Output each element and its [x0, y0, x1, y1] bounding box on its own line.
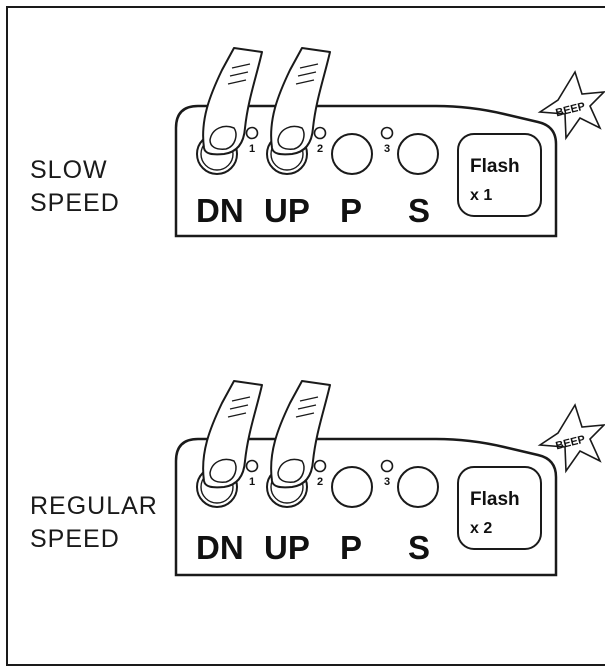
led-indicators: 1 2 3	[245, 126, 394, 155]
led-1	[245, 459, 259, 473]
beep-star-icon	[537, 70, 605, 141]
beep-star-icon	[537, 403, 605, 474]
led-3	[380, 459, 394, 473]
led-2	[313, 126, 327, 140]
up-button-label: UP	[264, 192, 310, 229]
speed-label-line-2: SPEED	[30, 189, 120, 217]
dn-button-label: DN	[196, 529, 244, 566]
led-1	[245, 126, 259, 140]
flash-indicator-box	[457, 133, 542, 217]
slow-speed-panel-illustration: 1 2 3 DN UP P S Flash x 1	[174, 47, 605, 238]
led-2	[313, 459, 327, 473]
flash-indicator-box	[457, 466, 542, 550]
p-button-label: P	[340, 192, 362, 229]
slow-speed-label: SLOW SPEED	[30, 154, 120, 220]
s-button	[397, 133, 439, 175]
up-button-label: UP	[264, 529, 310, 566]
speed-label-line-1: REGULAR	[30, 492, 158, 520]
led-1-label: 1	[249, 143, 255, 155]
finger-illustration	[202, 380, 331, 489]
led-1-label: 1	[249, 476, 255, 488]
flash-label: Flash	[470, 156, 520, 177]
regular-speed-label: REGULAR SPEED	[30, 490, 158, 556]
led-indicators: 1 2 3	[245, 459, 394, 488]
speed-label-line-1: SLOW	[30, 156, 108, 184]
dn-button-label: DN	[196, 192, 244, 229]
led-2-label: 2	[317, 143, 323, 155]
led-3-label: 3	[384, 143, 390, 155]
finger-illustration	[202, 47, 331, 156]
led-3-label: 3	[384, 476, 390, 488]
p-button	[331, 133, 373, 175]
p-button	[331, 466, 373, 508]
s-button-label: S	[408, 192, 430, 229]
p-button-label: P	[340, 529, 362, 566]
led-3	[380, 126, 394, 140]
s-button	[397, 466, 439, 508]
s-button-label: S	[408, 529, 430, 566]
regular-speed-panel-illustration: 1 2 3 DN UP P S Flash x 2 BEEP	[174, 380, 605, 577]
led-2-label: 2	[317, 476, 323, 488]
flash-label: Flash	[470, 489, 520, 510]
speed-label-line-2: SPEED	[30, 525, 120, 553]
flash-count: x 2	[470, 520, 492, 537]
flash-count: x 1	[470, 187, 492, 204]
